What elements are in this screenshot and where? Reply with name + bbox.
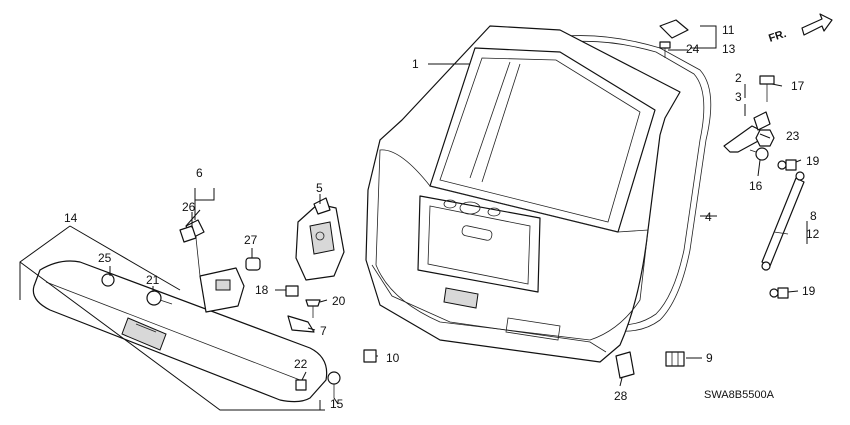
screw-15 [327, 371, 341, 398]
callout-19-lower: 19 [802, 284, 816, 298]
callout-13: 13 [722, 42, 736, 56]
bolt-21 [146, 290, 173, 306]
latch-actuator [185, 219, 245, 313]
callout-24: 24 [686, 42, 700, 56]
bolt-16 [749, 147, 769, 161]
front-arrow-icon [801, 13, 833, 36]
front-label: FR. [767, 28, 788, 45]
callout-21: 21 [146, 273, 160, 287]
nut-23 [755, 129, 775, 147]
callout-11: 11 [722, 23, 735, 37]
callout-15: 15 [330, 397, 344, 411]
callout-17: 17 [791, 79, 805, 93]
callout-8: 8 [810, 209, 817, 223]
gas-strut [761, 171, 805, 271]
callout-20: 20 [332, 294, 346, 308]
tailgate-garnish [32, 260, 328, 403]
callout-25: 25 [98, 251, 112, 265]
callout-9: 9 [706, 351, 713, 365]
weatherstrip [547, 35, 712, 332]
callout-4: 4 [705, 210, 712, 224]
callout-18: 18 [255, 283, 269, 297]
ball-stud-upper [777, 159, 797, 171]
callout-12: 12 [806, 227, 820, 241]
callout-19-upper: 19 [806, 154, 820, 168]
bolt-17 [759, 75, 775, 102]
front-direction-indicator: FR. [767, 13, 833, 45]
callout-27: 27 [244, 233, 258, 247]
grommet-27 [245, 257, 261, 271]
diagram-code: SWA8B5500A [704, 389, 775, 401]
callout-1: 1 [412, 57, 419, 71]
callout-26: 26 [182, 200, 196, 214]
block-10 [363, 349, 377, 363]
callout-6: 6 [196, 166, 203, 180]
callout-5: 5 [316, 181, 323, 195]
screw-25 [101, 273, 115, 287]
bracket-7 [287, 315, 315, 333]
cap-11-13 [659, 19, 689, 39]
callout-2: 2 [735, 71, 742, 85]
callout-10: 10 [386, 351, 400, 365]
tailgate-latch [295, 197, 345, 281]
clip-28 [615, 351, 635, 379]
callout-14: 14 [64, 211, 78, 225]
tailgate [365, 25, 681, 363]
callout-28: 28 [614, 389, 628, 403]
callout-16: 16 [749, 179, 763, 193]
clip-26 [179, 225, 197, 243]
callout-23: 23 [786, 129, 800, 143]
nut-22 [295, 379, 307, 391]
screw-20 [305, 299, 321, 318]
clip-24 [659, 41, 671, 58]
callout-3: 3 [735, 90, 742, 104]
callout-22: 22 [294, 357, 308, 371]
ball-stud-lower [769, 287, 789, 299]
callout-labels: 1 2 3 4 5 6 7 8 9 10 11 12 13 14 15 16 1… [64, 23, 820, 411]
callout-7: 7 [320, 324, 327, 338]
bumper-9 [665, 351, 685, 367]
leader-lines [109, 49, 808, 405]
screw-18 [285, 285, 299, 297]
